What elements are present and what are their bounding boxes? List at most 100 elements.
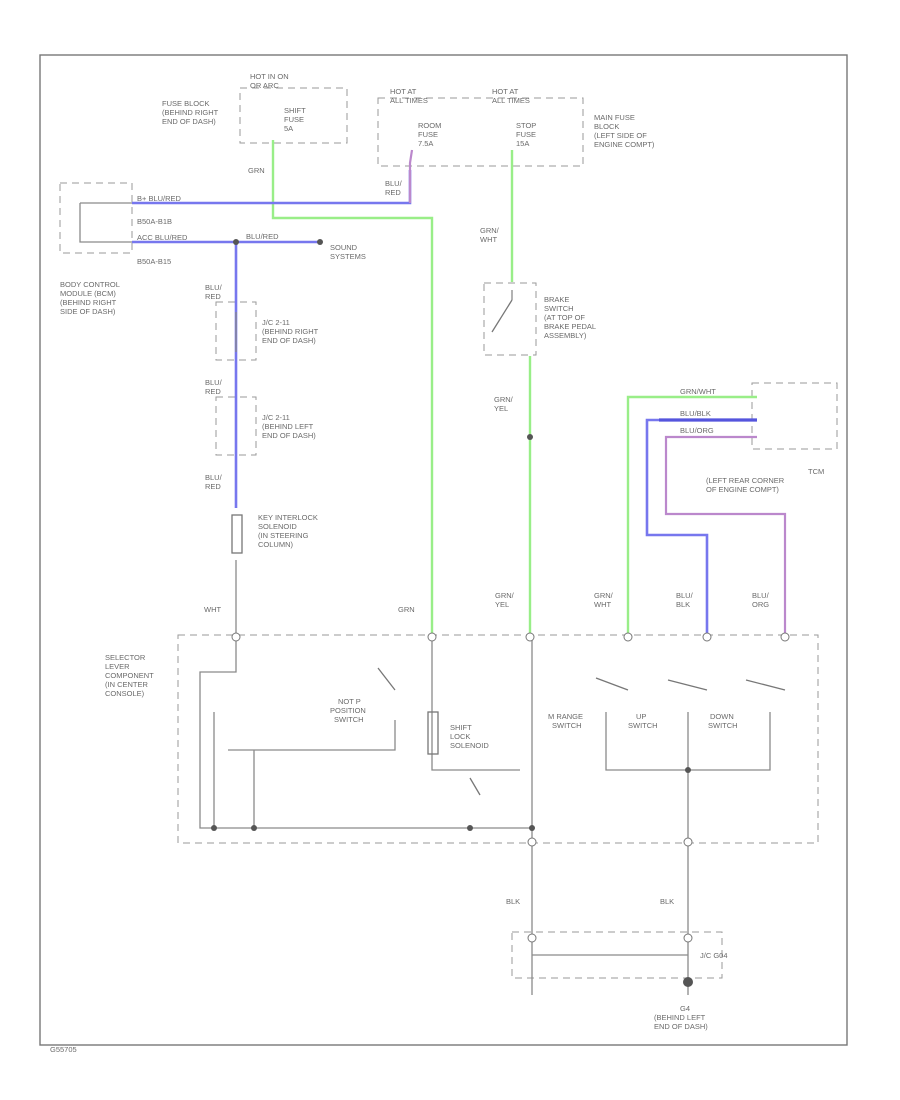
label-notp-3: SWITCH [334, 715, 364, 724]
label-wire-blu-red-2b: RED [205, 292, 221, 301]
wire-blu-tcm-1 [645, 418, 757, 637]
label-fuse-block-3: END OF DASH) [162, 117, 216, 126]
label-selector-1: SELECTOR [105, 653, 146, 662]
label-jc2-3: END OF DASH) [262, 431, 316, 440]
label-jc1-2: (BEHIND RIGHT [262, 327, 319, 336]
label-room-fuse-1: ROOM [418, 121, 441, 130]
main-fuse-box [377, 97, 584, 167]
notp-switch-contact [377, 667, 396, 691]
label-wire-grn-wht-2a: GRN/ [594, 591, 614, 600]
label-mrange-2: SWITCH [552, 721, 582, 730]
label-main-fuse-4: ENGINE COMPT) [594, 140, 655, 149]
label-bcm-2: MODULE (BCM) [60, 289, 116, 298]
label-shift-lock-1: SHIFT [450, 723, 472, 732]
wire-sel-left [199, 637, 532, 829]
label-brake-sw-3: (AT TOP OF [544, 313, 585, 322]
wire-shiftlock [431, 640, 520, 771]
brake-switch-box [483, 282, 537, 356]
label-notp-1: NOT P [338, 697, 361, 706]
shift-lock-coil [427, 711, 439, 755]
wire-vio-room-fuse [408, 149, 414, 203]
ground-dot [683, 977, 693, 987]
label-bcm-row2: ACC BLU/RED [137, 233, 188, 242]
wire-bcm-box-left [79, 203, 132, 243]
label-bcm-4: SIDE OF DASH) [60, 307, 116, 316]
junction-dot [233, 239, 239, 245]
junction-dot [529, 825, 535, 831]
label-wire-grn-1: GRN [248, 166, 265, 175]
diagram-frame [39, 54, 848, 1046]
label-bcm-blu-red: BLU/RED [246, 232, 279, 241]
label-jc1-1: J/C 2-11 [262, 318, 290, 327]
label-selector-5: CONSOLE) [105, 689, 145, 698]
label-wire-grn-wht-1a: GRN/ [480, 226, 500, 235]
label-main-fuse-2: BLOCK [594, 122, 619, 131]
label-sound-1: SOUND [330, 243, 358, 252]
label-shift-fuse-3: 5A [284, 124, 293, 133]
fuse-block-box [239, 87, 348, 144]
label-hot-all-1b: ALL TIMES [390, 96, 428, 105]
label-tcm-1: TCM [808, 467, 824, 476]
label-brake-sw-5: ASSEMBLY) [544, 331, 587, 340]
label-hot-all-1a: HOT AT [390, 87, 417, 96]
terminal [702, 632, 712, 642]
label-shift-fuse-1: SHIFT [284, 106, 306, 115]
label-brake-sw-4: BRAKE PEDAL [544, 322, 596, 331]
label-mrange-1: M RANGE [548, 712, 583, 721]
label-hot-all-2b: ALL TIMES [492, 96, 530, 105]
label-wire-grn-yel-1b: YEL [494, 404, 508, 413]
label-wire-blu-red-3b: RED [205, 387, 221, 396]
label-selector-4: (IN CENTER [105, 680, 149, 689]
label-bcm-row1: B+ BLU/RED [137, 194, 182, 203]
label-wire-blu-red-4a: BLU/ [205, 473, 223, 482]
label-main-fuse-3: (LEFT SIDE OF [594, 131, 647, 140]
label-stop-fuse-1: STOP [516, 121, 536, 130]
terminal [525, 632, 535, 642]
label-wire-blk-1: BLK [506, 897, 520, 906]
label-wire-grn-yel-2a: GRN/ [495, 591, 515, 600]
label-jc2-2: (BEHIND LEFT [262, 422, 314, 431]
label-wire-blu-red-4b: RED [205, 482, 221, 491]
jc3-box [511, 931, 723, 979]
mrange-switch-contact [595, 677, 629, 691]
label-key-interlock-4: COLUMN) [258, 540, 294, 549]
label-hot-run-1: HOT IN ON [250, 72, 289, 81]
label-wire-grn-wht-2b: WHT [594, 600, 611, 609]
label-hot-run-2: OR ARC [250, 81, 279, 90]
label-fuse-block-2: (BEHIND RIGHT [162, 108, 219, 117]
label-wire-blu-red-3a: BLU/ [205, 378, 223, 387]
label-shift-fuse-2: FUSE [284, 115, 304, 124]
label-selector-3: COMPONENT [105, 671, 154, 680]
wire-grn-shift-fuse [271, 140, 434, 637]
label-jc3: J/C G04 [700, 951, 728, 960]
wire-blu-org-tcm [664, 435, 787, 637]
terminal [231, 632, 241, 642]
terminal [683, 933, 693, 943]
label-tcm-2: (LEFT REAR CORNER [706, 476, 785, 485]
label-fuse-block-1: FUSE BLOCK [162, 99, 210, 108]
label-room-fuse-3: 7.5A [418, 139, 433, 148]
junction-dot [467, 825, 473, 831]
up-switch-contact [667, 679, 708, 691]
label-shift-lock-2: LOCK [450, 732, 470, 741]
label-notp-2: POSITION [330, 706, 366, 715]
label-jc1-3: END OF DASH) [262, 336, 316, 345]
terminal [527, 837, 537, 847]
label-up-2: SWITCH [628, 721, 658, 730]
label-wire-grn-wht-1b: WHT [480, 235, 497, 244]
label-bcm-row1b: B50A-B1B [137, 217, 172, 226]
terminal [683, 837, 693, 847]
label-tcm-wire-2: BLU/BLK [680, 409, 711, 418]
terminal [527, 933, 537, 943]
label-bcm-1: BODY CONTROL [60, 280, 120, 289]
label-shift-lock-3: SOLENOID [450, 741, 489, 750]
junction-dot [685, 767, 691, 773]
label-wire-wht: WHT [204, 605, 221, 614]
label-brake-sw-1: BRAKE [544, 295, 569, 304]
selector-lever-box [177, 634, 819, 844]
label-wire-blu-org-a: BLU/ [752, 591, 770, 600]
tcm-box [751, 382, 838, 450]
shiftlock-switch-contact [469, 777, 481, 796]
junction-dot [527, 434, 533, 440]
